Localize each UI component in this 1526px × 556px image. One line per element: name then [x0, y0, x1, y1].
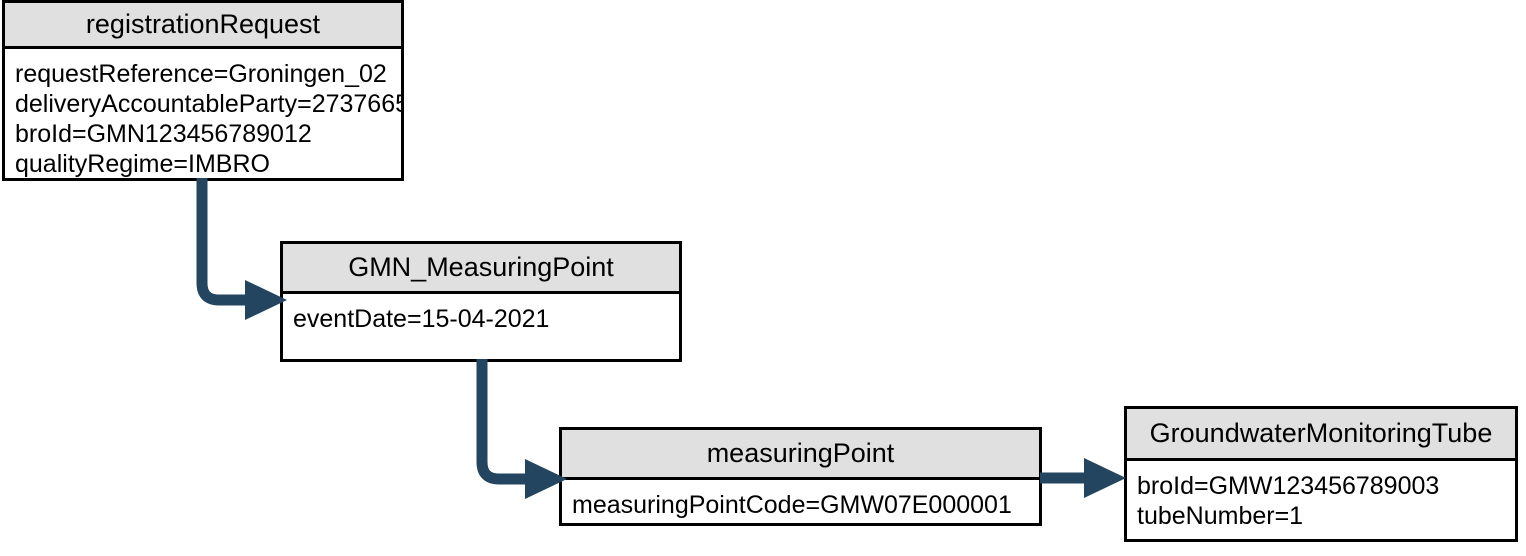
- node-title-groundwater-monitoring-tube: GroundwaterMonitoringTube: [1127, 409, 1515, 461]
- attribute-tube-number: tubeNumber=1: [1137, 502, 1304, 530]
- attribute-measuring-point-code: measuringPointCode=GMW07E000001: [572, 491, 1012, 519]
- node-registration-request[interactable]: registrationRequest requestReference=Gro…: [2, 0, 404, 181]
- connector-measuring-point-to-groundwater-monitoring-tube: [1040, 458, 1126, 498]
- node-groundwater-monitoring-tube[interactable]: GroundwaterMonitoringTube broId=GMW12345…: [1124, 406, 1518, 542]
- node-title-gmn-measuring-point: GMN_MeasuringPoint: [283, 244, 679, 294]
- node-body-gmn-measuring-point: eventDate=15-04-2021: [283, 294, 679, 359]
- connector-registration-request-to-gmn-measuring-point: [196, 178, 287, 320]
- node-body-registration-request: requestReference=Groningen_02 deliveryAc…: [5, 49, 401, 178]
- attribute-delivery-accountable-party: deliveryAccountableParty=27376655: [15, 90, 401, 118]
- node-title-measuring-point: measuringPoint: [562, 430, 1039, 480]
- node-body-measuring-point: measuringPointCode=GMW07E000001: [562, 480, 1039, 523]
- attribute-tube-bro-id: broId=GMW123456789003: [1137, 472, 1440, 500]
- attribute-request-reference: requestReference=Groningen_02: [15, 60, 387, 88]
- connector-gmn-measuring-point-to-measuring-point: [476, 359, 567, 499]
- node-measuring-point[interactable]: measuringPoint measuringPointCode=GMW07E…: [559, 427, 1042, 526]
- node-body-groundwater-monitoring-tube: broId=GMW123456789003 tubeNumber=1: [1127, 461, 1515, 539]
- node-gmn-measuring-point[interactable]: GMN_MeasuringPoint eventDate=15-04-2021: [280, 241, 682, 362]
- attribute-bro-id: broId=GMN123456789012: [15, 120, 312, 148]
- attribute-event-date: eventDate=15-04-2021: [293, 305, 550, 333]
- node-title-registration-request: registrationRequest: [5, 3, 401, 49]
- attribute-quality-regime: qualityRegime=IMBRO: [15, 150, 270, 178]
